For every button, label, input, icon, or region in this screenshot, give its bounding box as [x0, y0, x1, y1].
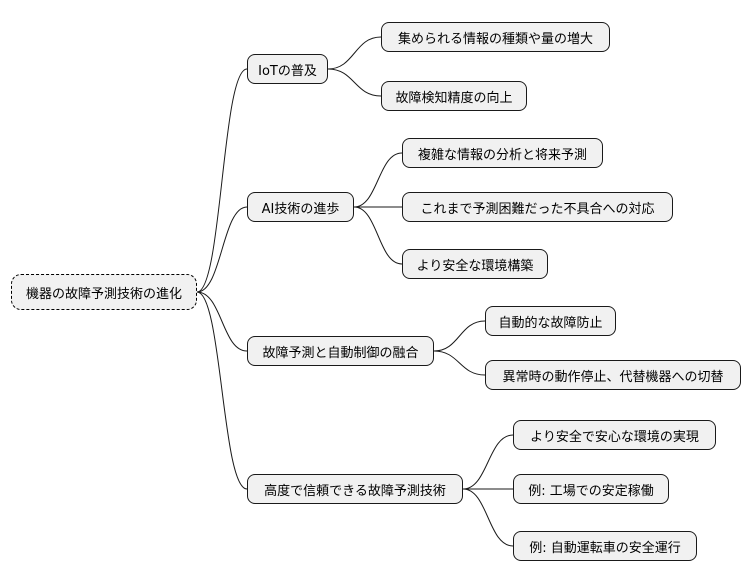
edge-branch-node-fusion-leaf-node-fusion-2: [433, 350, 486, 376]
edge-root-branch-node-iot: [196, 68, 248, 293]
edge-branch-node-reliable-leaf-node-reliable-3: [462, 488, 514, 547]
edge-branch-node-iot-leaf-node-iot-1: [327, 36, 382, 70]
edge-root-branch-node-ai: [196, 206, 248, 293]
leaf-node-iot-1: 集められる情報の種類や量の増大: [381, 22, 610, 52]
edge-branch-node-reliable-leaf-node-reliable-1: [462, 434, 514, 490]
root-node: 機器の故障予測技術の進化: [11, 274, 197, 310]
edge-branch-node-iot-leaf-node-iot-2: [327, 68, 382, 97]
edge-branch-node-fusion-leaf-node-fusion-1: [433, 320, 486, 352]
leaf-node-fusion-1: 自動的な故障防止: [485, 306, 616, 336]
branch-node-fusion: 故障予測と自動制御の融合: [247, 336, 434, 366]
branch-node-ai: AI技術の進歩: [247, 192, 354, 222]
leaf-node-reliable-3: 例: 自動運転車の安全運行: [513, 531, 697, 561]
leaf-node-fusion-2: 異常時の動作停止、代替機器への切替: [485, 360, 741, 390]
edge-root-branch-node-fusion: [196, 291, 248, 352]
leaf-node-ai-1: 複雑な情報の分析と将来予測: [402, 138, 603, 168]
leaf-node-reliable-1: より安全で安心な環境の実現: [513, 420, 716, 450]
leaf-node-iot-2: 故障検知精度の向上: [381, 81, 527, 111]
edge-root-branch-node-reliable: [196, 291, 248, 490]
branch-node-reliable: 高度で信頼できる故障予測技術: [247, 474, 463, 504]
leaf-node-ai-3: より安全な環境構築: [402, 249, 548, 279]
leaf-node-ai-2: これまで予測困難だった不具合への対応: [402, 192, 673, 222]
edge-branch-node-ai-leaf-node-ai-3: [353, 206, 403, 265]
leaf-node-reliable-2: 例: 工場での安定稼働: [513, 474, 669, 504]
branch-node-iot: IoTの普及: [247, 54, 328, 84]
edge-branch-node-ai-leaf-node-ai-1: [353, 152, 403, 208]
